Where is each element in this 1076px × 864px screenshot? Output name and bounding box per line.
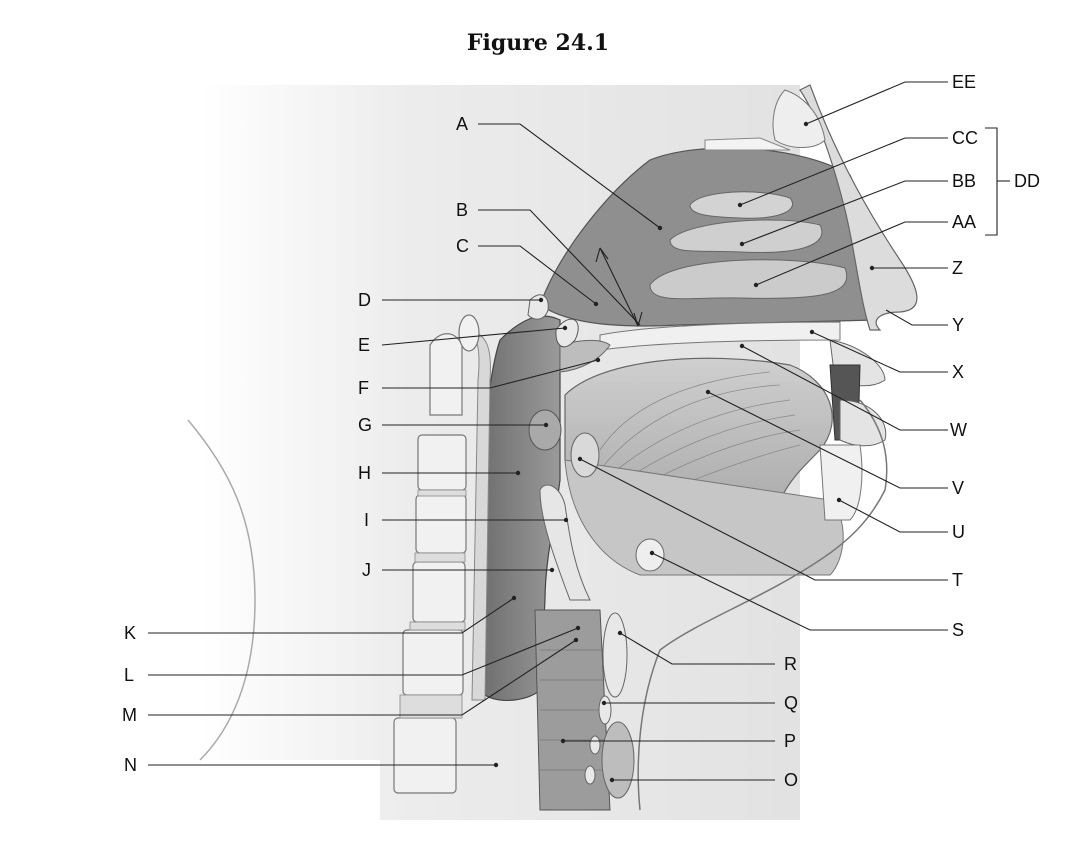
cribriform-bone bbox=[704, 137, 791, 151]
label-DD: DD bbox=[1014, 171, 1040, 191]
label-W: W bbox=[950, 420, 967, 440]
atlas-anterior-arch bbox=[458, 314, 480, 352]
neck-profile-line bbox=[187, 419, 256, 761]
bracket-DD bbox=[985, 127, 998, 236]
epiglottis bbox=[539, 484, 591, 601]
label-B: B bbox=[456, 200, 468, 220]
vertebra-c3 bbox=[415, 494, 467, 554]
inferior-concha bbox=[649, 259, 848, 300]
label-T: T bbox=[952, 570, 963, 590]
leader-E bbox=[381, 327, 566, 346]
label-V: V bbox=[952, 478, 964, 498]
vertebral-column bbox=[393, 314, 480, 794]
leader-BB bbox=[741, 180, 948, 245]
thyroid-cartilage bbox=[602, 612, 628, 698]
floor-muscles bbox=[564, 459, 844, 576]
auditory-tube-opening bbox=[555, 318, 579, 348]
label-N: N bbox=[124, 755, 137, 775]
vertebra-c2 bbox=[417, 434, 467, 491]
leader-F bbox=[382, 359, 599, 389]
leader-B bbox=[478, 209, 641, 326]
vertebra-c5 bbox=[402, 629, 464, 696]
leader-dots bbox=[493, 121, 875, 783]
label-Y: Y bbox=[952, 315, 964, 335]
label-S: S bbox=[952, 620, 964, 640]
hyoid-bone bbox=[635, 538, 665, 572]
leader-S bbox=[651, 552, 948, 631]
hard-palate bbox=[599, 321, 841, 351]
leader-X bbox=[811, 331, 948, 373]
leader-AA bbox=[755, 221, 948, 286]
vertebral-discs bbox=[399, 489, 467, 719]
external-nose bbox=[799, 84, 918, 331]
leader-W bbox=[741, 345, 948, 431]
label-A: A bbox=[456, 114, 468, 134]
leader-V bbox=[707, 391, 948, 489]
soft-palate bbox=[559, 340, 611, 373]
label-X: X bbox=[952, 362, 964, 382]
label-E: E bbox=[358, 335, 370, 355]
vertebra-c6 bbox=[393, 717, 457, 794]
label-EE: EE bbox=[952, 72, 976, 92]
label-Q: Q bbox=[784, 693, 798, 713]
label-L: L bbox=[124, 665, 134, 685]
frontal-sinus-bone bbox=[772, 89, 826, 148]
vertebra-c4 bbox=[412, 561, 466, 623]
figure-title: Figure 24.1 bbox=[466, 30, 610, 56]
leader-Y bbox=[885, 309, 948, 326]
leader-K bbox=[148, 597, 515, 634]
lingual-tonsil bbox=[570, 432, 600, 478]
palate-arrow bbox=[599, 247, 639, 327]
tracheal-rings bbox=[540, 649, 608, 771]
palatine-tonsil bbox=[528, 409, 562, 451]
tracheal-cartilage-1 bbox=[589, 735, 601, 755]
label-O: O bbox=[784, 770, 798, 790]
lower-lip bbox=[839, 399, 887, 447]
dens bbox=[429, 333, 463, 416]
label-U: U bbox=[952, 522, 965, 542]
label-C: C bbox=[456, 236, 469, 256]
label-BB: BB bbox=[952, 171, 976, 191]
label-M: M bbox=[122, 705, 137, 725]
label-R: R bbox=[784, 654, 797, 674]
labels: A B C D E F G H I J K L M N O P Q R S T … bbox=[122, 72, 1040, 790]
label-AA: AA bbox=[952, 212, 976, 232]
cricoid-cartilage bbox=[598, 695, 612, 725]
leader-CC bbox=[739, 137, 948, 206]
label-P: P bbox=[784, 731, 796, 751]
leader-R bbox=[619, 632, 775, 665]
label-I: I bbox=[364, 510, 369, 530]
leader-A bbox=[478, 123, 661, 229]
label-D: D bbox=[358, 290, 371, 310]
pharyngeal-tonsil bbox=[527, 294, 549, 320]
label-G: G bbox=[358, 415, 372, 435]
leader-T bbox=[579, 458, 948, 581]
leader-C bbox=[478, 245, 597, 305]
label-Z: Z bbox=[952, 258, 963, 278]
label-H: H bbox=[358, 463, 371, 483]
leader-lines bbox=[148, 81, 1010, 781]
label-CC: CC bbox=[952, 128, 978, 148]
label-J: J bbox=[362, 560, 371, 580]
chin-outline bbox=[637, 399, 888, 811]
label-F: F bbox=[358, 378, 369, 398]
tracheal-cartilage-2 bbox=[584, 765, 596, 785]
leader-L bbox=[148, 627, 579, 676]
label-K: K bbox=[124, 623, 136, 643]
leader-EE bbox=[805, 81, 948, 125]
leader-M bbox=[148, 639, 577, 716]
leader-U bbox=[838, 499, 948, 533]
thyroid-gland bbox=[601, 721, 635, 799]
